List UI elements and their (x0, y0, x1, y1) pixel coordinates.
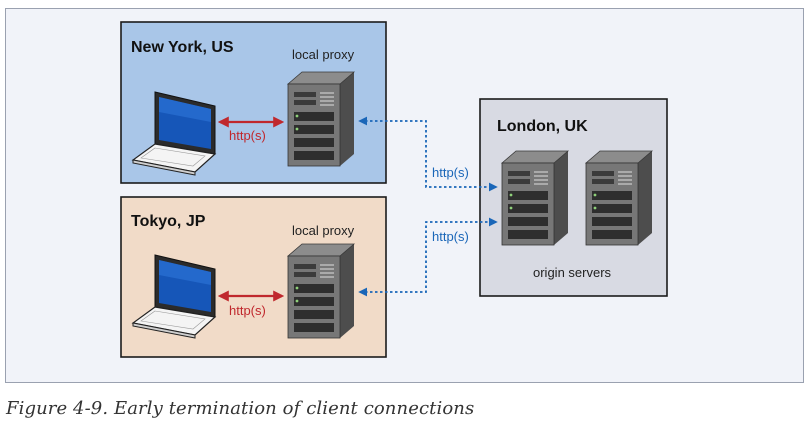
ny-to-london-link (358, 116, 498, 192)
region-new-york: New York, US local proxy http(s) (120, 21, 387, 184)
network-diagram: New York, US local proxy http(s) Tokyo, … (120, 21, 668, 358)
region-tokyo: Tokyo, JP local proxy http(s) (120, 196, 387, 358)
region-new-york-title: New York, US (131, 39, 234, 56)
tokyo-to-london-link-label: http(s) (432, 229, 469, 244)
region-london: London, UK origin servers (479, 98, 668, 297)
server-icon (501, 150, 569, 246)
tokyo-proxy-label: local proxy (292, 223, 355, 238)
origin-servers-label: origin servers (533, 265, 612, 280)
tokyo-local-link-label: http(s) (229, 303, 266, 318)
ny-to-london-link-label: http(s) (432, 165, 469, 180)
new-york-proxy-label: local proxy (292, 47, 355, 62)
server-icon (287, 71, 355, 167)
figure-caption: Figure 4-9. Early termination of client … (6, 398, 475, 419)
new-york-local-link-label: http(s) (229, 128, 266, 143)
server-icon (287, 243, 355, 339)
server-icon (585, 150, 653, 246)
region-tokyo-title: Tokyo, JP (131, 213, 206, 230)
tokyo-to-london-link (358, 217, 498, 297)
region-london-title: London, UK (497, 118, 588, 135)
